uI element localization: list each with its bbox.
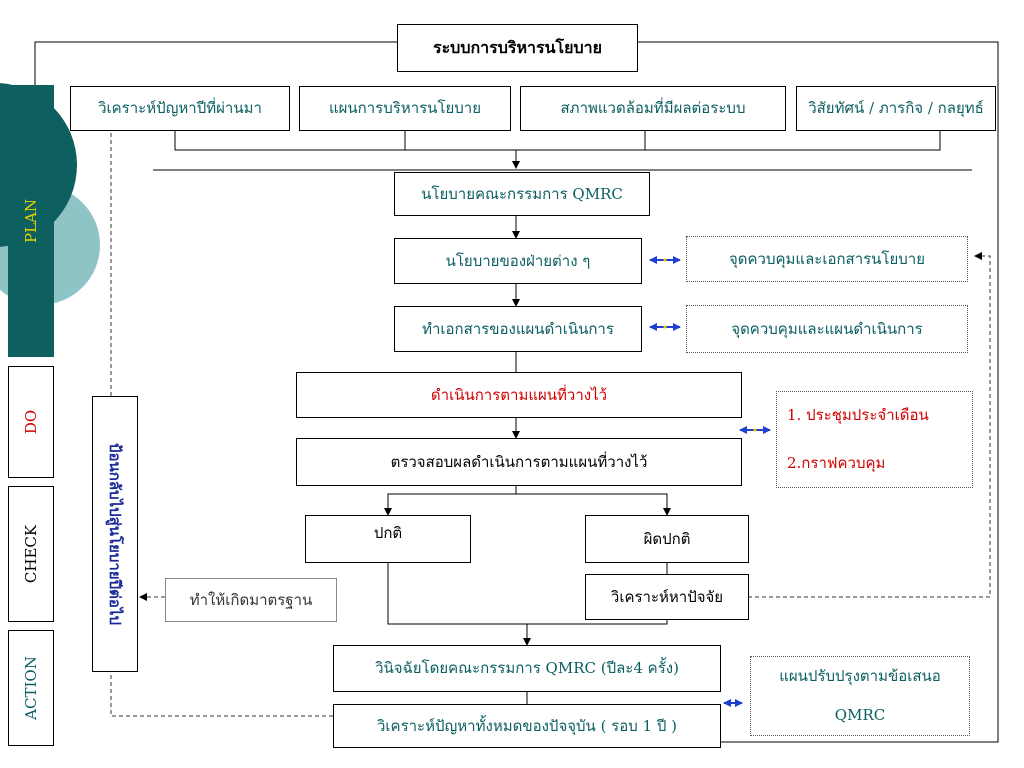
phase-plan: PLAN [8, 85, 54, 357]
monitoring-box: 1. ประชุมประจำเดือน 2.กราฟควบคุม [776, 391, 973, 488]
control-chart-text: 2.กราฟควบคุม [787, 453, 886, 472]
plan-document-box: ทำเอกสารของแผนดำเนินการ [394, 306, 642, 352]
input-vision: วิสัยทัศน์ / ภารกิจ / กลยุทธ์ [796, 86, 996, 131]
right-dashed-feedback [748, 252, 991, 598]
standardize-box: ทำให้เกิดมาตรฐาน [165, 578, 337, 622]
yellow-dot-2 [663, 325, 667, 329]
analyze-all-box: วิเคราะห์ปัญหาทั้งหมดของปัจจุบัน ( รอบ 1… [333, 704, 721, 748]
department-policy-box: นโยบายของฝ่ายต่าง ๆ [394, 238, 642, 284]
analyze-cause-text: วิเคราะห์หาปัจจัย [610, 587, 724, 606]
diagnose-box: วินิจฉัยโดยคณะกรรมการ QMRC (ปีละ4 ครั้ง) [333, 645, 721, 692]
control-policy-docs-text: จุดควบคุมและเอกสารนโยบาย [728, 249, 926, 268]
input-environment-text: สภาพแวดล้อมที่มีผลต่อระบบ [560, 99, 746, 118]
input-management-plan: แผนการบริหารนโยบาย [299, 86, 511, 131]
input-management-plan-text: แผนการบริหารนโยบาย [328, 99, 482, 118]
diagnose-text: วินิจฉัยโดยคณะกรรมการ QMRC (ปีละ4 ครั้ง) [375, 659, 679, 678]
committee-policy-text: นโยบายคณะกรรมการ QMRC [421, 184, 623, 203]
department-policy-text: นโยบายของฝ่ายต่าง ๆ [445, 251, 591, 270]
input-merge-line [174, 131, 941, 151]
check-results-box: ตรวจสอบผลดำเนินการตามแผนที่วางไว้ [296, 438, 742, 486]
phase-action: ACTION [8, 630, 54, 746]
abnormal-text: ผิดปกติ [643, 529, 691, 548]
plan-document-text: ทำเอกสารของแผนดำเนินการ [422, 319, 614, 338]
improvement-plan-line2: QMRC [834, 706, 886, 725]
system-title: ระบบการบริหารนโยบาย [397, 24, 638, 72]
feedback-to-next-year-box: ป้อนกลับไปสู่นโยบายปีต่อไป [92, 396, 138, 672]
input-past-problems-text: วิเคราะห์ปัญหาปีที่ผ่านมา [98, 99, 262, 118]
phase-do: DO [8, 366, 54, 478]
yellow-dot-1 [663, 258, 667, 262]
analyze-cause-box: วิเคราะห์หาปัจจัย [585, 574, 749, 620]
input-environment: สภาพแวดล้อมที่มีผลต่อระบบ [520, 86, 786, 131]
split-line [387, 493, 668, 515]
outer-frame-line [34, 41, 397, 85]
feedback-to-next-year-text: ป้อนกลับไปสู่นโยบายปีต่อไป [106, 443, 124, 625]
feedback-dashed-left [110, 672, 333, 717]
standardize-text: ทำให้เกิดมาตรฐาน [189, 590, 313, 609]
abnormal-box: ผิดปกติ [585, 515, 749, 563]
input-past-problems: วิเคราะห์ปัญหาปีที่ผ่านมา [70, 86, 290, 131]
improvement-plan-box: แผนปรับปรุงตามข้อเสนอ QMRC [750, 656, 970, 736]
monthly-meeting-text: 1. ประชุมประจำเดือน [787, 406, 929, 425]
control-policy-docs-box: จุดควบคุมและเอกสารนโยบาย [686, 236, 968, 282]
check-results-text: ตรวจสอบผลดำเนินการตามแผนที่วางไว้ [390, 452, 648, 471]
phase-check: CHECK [8, 486, 54, 622]
execute-text: ดำเนินการตามแผนที่วางไว้ [430, 385, 608, 404]
control-plan-text: จุดควบคุมและแผนดำเนินการ [731, 319, 923, 338]
normal-box: ปกติ [305, 515, 471, 563]
input-vision-text: วิสัยทัศน์ / ภารกิจ / กลยุทธ์ [808, 99, 984, 118]
outer-frame-line-right [480, 41, 999, 743]
analyze-all-text: วิเคราะห์ปัญหาทั้งหมดของปัจจุบัน ( รอบ 1… [376, 716, 677, 735]
execute-box: ดำเนินการตามแผนที่วางไว้ [296, 372, 742, 418]
improvement-plan-line1: แผนปรับปรุงตามข้อเสนอ [779, 667, 941, 686]
committee-policy-box: นโยบายคณะกรรมการ QMRC [394, 172, 650, 216]
yellow-dot-3 [753, 428, 757, 432]
control-plan-box: จุดควบคุมและแผนดำเนินการ [686, 305, 968, 353]
normal-text: ปกติ [373, 524, 403, 542]
system-title-text: ระบบการบริหารนโยบาย [432, 38, 603, 57]
